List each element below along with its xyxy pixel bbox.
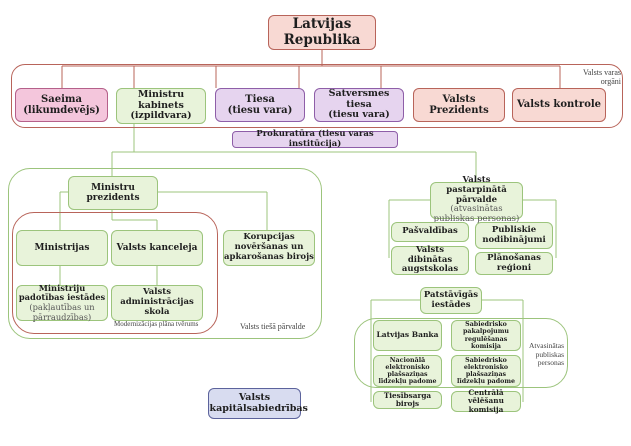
latvijas-republika-node[interactable]: Latvijas Republika [268, 15, 376, 50]
saeima-node[interactable]: Saeima(likumdevējs) [15, 88, 108, 122]
derived-public-label: Atvasinātas publiskas personas [529, 341, 564, 368]
pasvaldibas-node[interactable]: Pašvaldības [391, 222, 469, 242]
prokuratura-node[interactable]: Prokuratūra (tiesu varas institūcija) [232, 129, 398, 148]
valsts-dibinatas-augstskolas-node[interactable]: Valsts dibinātas augstskolas [391, 245, 469, 275]
ministrijas-node[interactable]: Ministrijas [16, 230, 108, 266]
valsts-prezidents-node[interactable]: Valsts Prezidents [413, 88, 505, 122]
state-organs-region [11, 64, 623, 128]
latvijas-banka-node[interactable]: Latvijas Banka [373, 320, 442, 351]
valsts-kanceleja-node[interactable]: Valsts kanceleja [111, 230, 203, 266]
direct-admin-region [8, 168, 322, 339]
seplp-node[interactable]: Sabiedrisko elektronisko plašsaziņas līd… [451, 355, 521, 387]
tiesibsarga-birojs-node[interactable]: Tiesībsarga birojs [373, 391, 442, 409]
sprk-node[interactable]: Sabiedrisko pakalpojumu regulēšanas komi… [451, 320, 521, 351]
korupcijas-birojs-node[interactable]: Korupcijas novēršanas un apkarošanas bir… [223, 230, 315, 266]
valsts-kapitalsabiedribas-node[interactable]: Valsts kapitālsabiedrības [208, 388, 308, 419]
tiesa-node-box[interactable]: Tiesa(tiesu vara) [215, 88, 305, 122]
publiskie-nodibinajumi-node[interactable]: Publiskie nodibinājumi [475, 222, 553, 249]
patstavigas-iestades-node[interactable]: Patstāvīgās iestādes [420, 287, 482, 314]
valsts-administracijas-skola-node[interactable]: Valsts administrācijas skola [111, 285, 203, 321]
centrala-velesanu-komisija-node[interactable]: Centrālā vēlēšanu komisija [451, 388, 521, 413]
ministriju-padotibas-iestades-node[interactable]: Ministriju padotības iestādes (pakļautīb… [16, 283, 108, 321]
direct-admin-label: Valsts tiešā pārvalde [240, 322, 306, 331]
ministru-prezidents-node[interactable]: Ministru prezidents [68, 176, 158, 210]
modernization-region [12, 212, 218, 334]
state-organs-label: Valsts varas orgāni [583, 68, 621, 87]
modernization-label: Modernizācijas plāna tvērums [114, 320, 199, 328]
planosanas-regioni-node[interactable]: Plānošanas reģioni [475, 252, 553, 275]
derived-public-region [354, 318, 568, 388]
satversmes-tiesa-node[interactable]: Satversmes tiesa(tiesu vara) [314, 88, 404, 122]
valsts-pastarpinata-parvalde-node[interactable]: Valsts pastarpinātā pārvalde (atvasināta… [430, 175, 523, 224]
neplp-node[interactable]: Nacionālā elektronisko plašsaziņas līdze… [373, 355, 442, 387]
valsts-kontrole-node[interactable]: Valsts kontrole [512, 88, 606, 122]
